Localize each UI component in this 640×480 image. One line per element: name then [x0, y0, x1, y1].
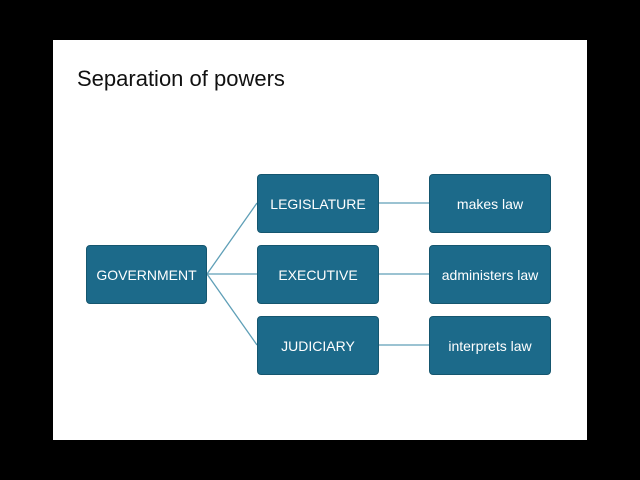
node-judiciary-label: JUDICIARY [281, 337, 355, 354]
node-makes-law-label: makes law [456, 195, 524, 212]
node-executive: EXECUTIVE [257, 245, 379, 304]
connector-government-judiciary [206, 273, 258, 346]
node-legislature: LEGISLATURE [257, 174, 379, 233]
node-interprets-law-label: interprets law [448, 337, 532, 354]
node-administers-law-label: administers law [441, 266, 539, 283]
slide-title: Separation of powers [77, 66, 285, 91]
node-government: GOVERNMENT [86, 245, 207, 304]
node-legislature-label: LEGISLATURE [270, 195, 366, 212]
slide: Separation of powers GOVERNMENT LEGISLAT… [53, 40, 587, 440]
node-interprets-law: interprets law [429, 316, 551, 375]
node-judiciary: JUDICIARY [257, 316, 379, 375]
node-makes-law: makes law [429, 174, 551, 233]
node-administers-law: administers law [429, 245, 551, 304]
connector-lines [206, 202, 429, 346]
connector-government-legislature [206, 202, 258, 275]
node-government-label: GOVERNMENT [96, 266, 197, 283]
node-executive-label: EXECUTIVE [278, 266, 358, 283]
